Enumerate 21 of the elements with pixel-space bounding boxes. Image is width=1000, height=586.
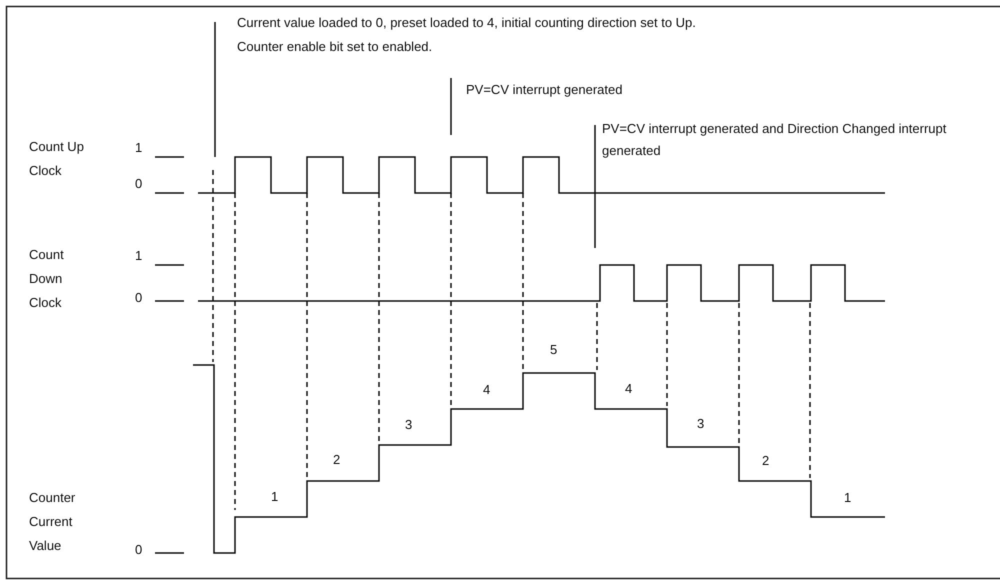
level-value: 0 xyxy=(135,541,142,559)
count-value: 2 xyxy=(762,452,770,470)
annotation-text: PV=CV interrupt generated and Direction Changed interrupt generated xyxy=(602,120,948,160)
signal-name: Counter Current Value xyxy=(29,489,76,555)
count-value: 2 xyxy=(333,451,340,469)
level-value: 1 xyxy=(135,139,142,157)
level-value: 0 xyxy=(135,175,142,193)
count-value: 1 xyxy=(844,489,852,507)
count-value: 1 xyxy=(271,488,278,506)
signal-name: Count Up Clock xyxy=(29,138,85,180)
annotation-text: Current value loaded to 0, preset loaded to 4, initial counting direction set to Up. xyxy=(237,14,696,32)
level-value: 0 xyxy=(135,289,142,307)
count-value: 4 xyxy=(483,381,490,399)
count-value: 5 xyxy=(550,341,558,359)
count-value: 3 xyxy=(405,416,412,434)
signal-name: Count Down Clock xyxy=(29,246,65,312)
count-value: 3 xyxy=(697,415,704,433)
annotation-text: Counter enable bit set to enabled. xyxy=(237,38,432,56)
annotation-text: PV=CV interrupt generated xyxy=(466,81,622,99)
level-value: 1 xyxy=(135,247,142,265)
count-value: 4 xyxy=(625,380,632,398)
